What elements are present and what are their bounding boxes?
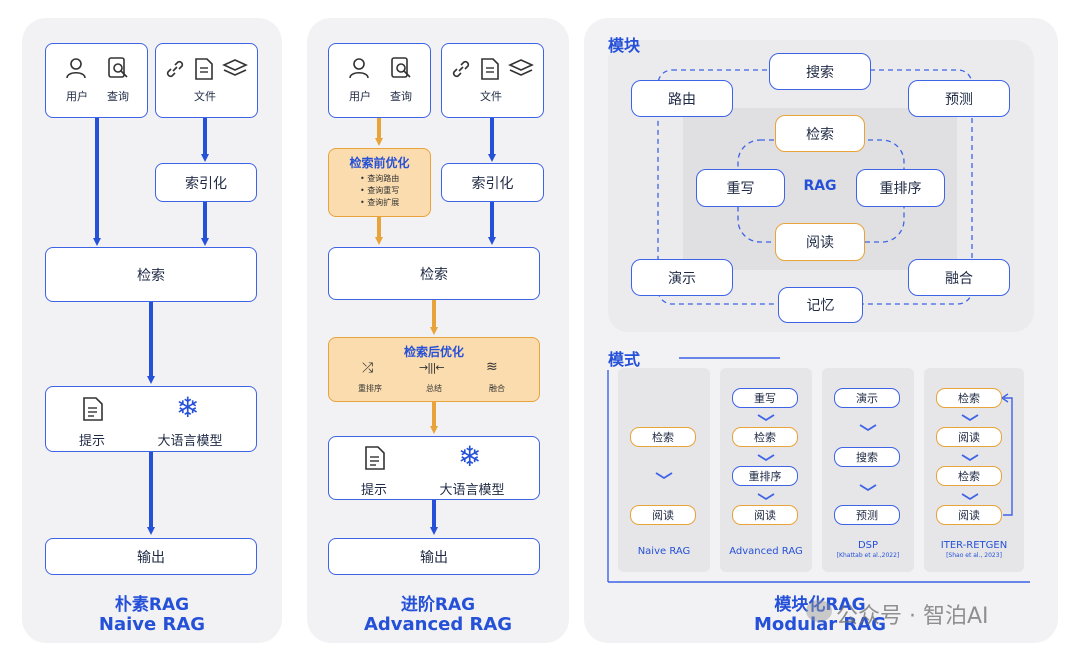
modular-title-cn: 模块化RAG <box>774 595 866 615</box>
naive-llm-label: 大语言模型 <box>157 434 223 449</box>
modular-title-en: Modular RAG <box>753 614 886 635</box>
adv-prompt-label: 提示 <box>360 483 387 498</box>
pattern-iter-cite: [Shao et al., 2023] <box>946 552 1002 559</box>
naive-retrieve-box: 检索 <box>45 247 257 302</box>
post-retrieval-title: 检索后优化 <box>403 345 464 359</box>
layers-icon <box>508 57 534 85</box>
query-icon <box>389 56 413 84</box>
pattern-dsp-search: 搜索 <box>834 447 900 467</box>
advanced-title-en: Advanced RAG <box>363 614 513 635</box>
adv-query-label: 查询 <box>390 90 412 103</box>
prompt-doc-icon <box>364 445 386 475</box>
pattern-dsp-caption: DSP <box>857 540 879 551</box>
adv-prompt-llm-box <box>328 436 540 500</box>
post-rerank-label: 重排序 <box>358 384 382 393</box>
stack-icon: ≋ <box>486 359 498 375</box>
naive-title-cn: 朴素RAG <box>114 595 190 615</box>
pre-item-1: • 查询路由 <box>360 174 400 183</box>
module-memory: 记忆 <box>778 287 863 323</box>
module-routing: 路由 <box>631 80 733 117</box>
pre-item-2: • 查询重写 <box>360 186 400 195</box>
document-icon <box>193 57 215 85</box>
pattern-adv-rewrite: 重写 <box>732 388 798 408</box>
post-summary-label: 总结 <box>426 384 442 393</box>
adv-index-box: 索引化 <box>441 163 544 202</box>
post-fusion-label: 融合 <box>489 384 505 393</box>
naive-output-box: 输出 <box>45 538 257 575</box>
adv-output-box: 输出 <box>328 538 540 575</box>
adv-user-query-box <box>328 43 431 118</box>
naive-prompt-llm-box <box>45 386 257 452</box>
module-retrieve: 检索 <box>775 115 865 152</box>
watermark-logo-icon <box>806 600 832 622</box>
pre-item-2-text: 查询重写 <box>367 186 400 195</box>
pattern-adv-retrieve: 检索 <box>732 427 798 447</box>
user-icon <box>64 56 88 84</box>
naive-index-box: 索引化 <box>155 163 257 202</box>
snowflake-icon: ❄ <box>176 391 200 424</box>
module-rewrite: 重写 <box>696 169 785 207</box>
snowflake-icon: ❄ <box>458 440 482 473</box>
module-search: 搜索 <box>769 53 871 90</box>
pattern-naive-caption: Naive RAG <box>637 546 691 557</box>
post-retrieval-box <box>328 337 540 402</box>
module-rerank: 重排序 <box>856 169 945 207</box>
pattern-dsp-predict: 预测 <box>834 505 900 525</box>
pre-retrieval-box <box>328 148 431 217</box>
advanced-title: 进阶RAG Advanced RAG <box>307 595 569 635</box>
adv-files-label: 文件 <box>480 90 502 103</box>
pattern-adv-rerank: 重排序 <box>732 466 798 486</box>
module-predict: 预测 <box>908 80 1010 117</box>
pattern-iter-retrieve-1: 检索 <box>936 388 1002 408</box>
layers-icon <box>222 57 248 85</box>
naive-user-query-box <box>45 43 148 118</box>
pre-item-3: • 查询扩展 <box>360 198 400 207</box>
pattern-adv-read: 阅读 <box>732 505 798 525</box>
pre-item-3-text: 查询扩展 <box>367 198 400 207</box>
pattern-adv-caption: Advanced RAG <box>729 546 803 557</box>
modular-title: 模块化RAG Modular RAG <box>700 595 940 635</box>
naive-files-label: 文件 <box>194 90 216 103</box>
pre-retrieval-title: 检索前优化 <box>349 156 410 170</box>
prompt-doc-icon <box>82 396 104 426</box>
patterns-title: 模式 <box>608 350 641 369</box>
pattern-iter-caption: ITER-RETGEN <box>940 540 1008 551</box>
waveform-icon: →|||← <box>419 361 445 374</box>
naive-query-label: 查询 <box>107 90 129 103</box>
link-icon <box>449 57 473 85</box>
pattern-iter-read-2: 阅读 <box>936 505 1002 525</box>
adv-user-label: 用户 <box>349 90 371 103</box>
pattern-naive-read: 阅读 <box>630 505 696 525</box>
naive-title: 朴素RAG Naive RAG <box>22 595 282 635</box>
adv-retrieve-box: 检索 <box>328 247 540 300</box>
document-icon <box>479 57 501 85</box>
advanced-title-cn: 进阶RAG <box>400 595 476 615</box>
adv-llm-label: 大语言模型 <box>439 483 505 498</box>
naive-prompt-label: 提示 <box>78 434 105 449</box>
link-icon <box>163 57 187 85</box>
query-icon <box>106 56 130 84</box>
watermark-text: 公众号 · 智泊AI <box>836 604 989 629</box>
user-icon <box>347 56 371 84</box>
module-rag-center: RAG <box>803 178 837 194</box>
naive-user-label: 用户 <box>66 90 88 103</box>
pattern-iter-read-1: 阅读 <box>936 427 1002 447</box>
naive-files-box <box>155 43 258 118</box>
pattern-iter-retrieve-2: 检索 <box>936 466 1002 486</box>
module-fusion: 融合 <box>908 259 1010 296</box>
shuffle-icon: ⤮ <box>362 360 374 376</box>
modules-title: 模块 <box>608 36 641 55</box>
pattern-dsp-cite: [Khattab et al.,2022] <box>836 552 900 559</box>
pattern-naive-retrieve: 检索 <box>630 427 696 447</box>
module-demonstrate: 演示 <box>631 259 733 296</box>
pattern-dsp-demonstrate: 演示 <box>834 388 900 408</box>
adv-files-box <box>441 43 544 118</box>
module-read: 阅读 <box>775 223 865 261</box>
pre-item-1-text: 查询路由 <box>367 174 400 183</box>
naive-title-en: Naive RAG <box>98 614 206 635</box>
